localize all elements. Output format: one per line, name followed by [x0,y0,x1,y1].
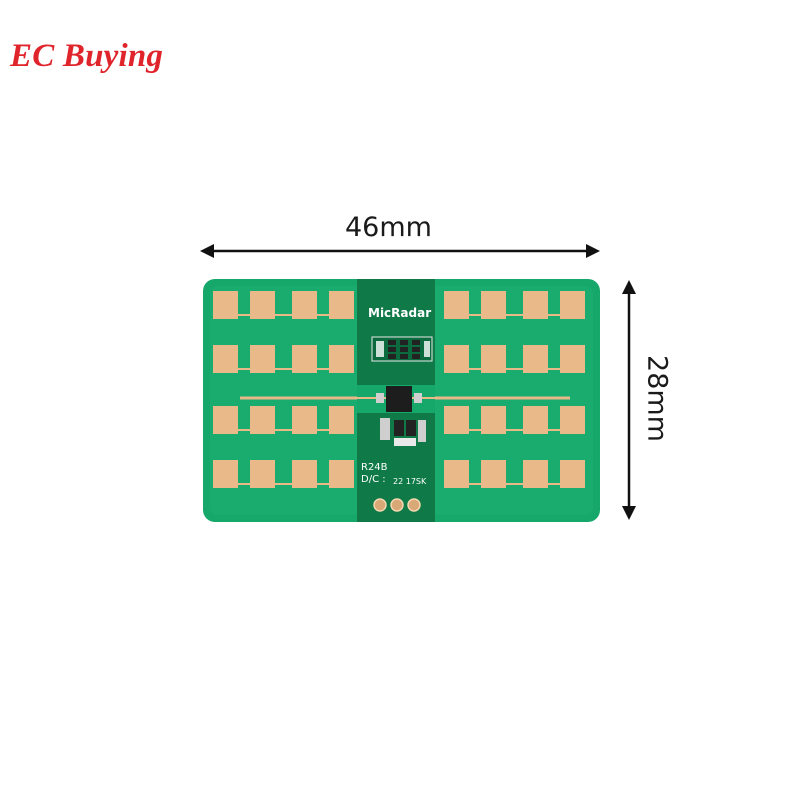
antenna-pad [329,291,354,319]
board-dc-label: D/C : [361,474,386,485]
board-dc-code: 22 17SK [393,477,427,486]
antenna-pad [292,406,317,434]
antenna-pad [560,345,585,373]
antenna-pad [213,406,238,434]
antenna-pad [481,406,506,434]
antenna-pad [481,291,506,319]
antenna-pad [292,345,317,373]
pcb-board: MicRadar R24B D/C : 22 17SK [203,279,600,522]
antenna-pad-array [213,291,585,488]
antenna-pad [329,345,354,373]
antenna-pad [481,460,506,488]
antenna-pad [213,460,238,488]
antenna-pad [444,291,469,319]
antenna-pad [560,406,585,434]
antenna-pad [250,460,275,488]
antenna-pad [523,460,548,488]
upper-components [371,336,433,362]
antenna-pad [213,291,238,319]
antenna-pad [444,345,469,373]
pin-header [373,498,421,512]
width-dimension-arrow [200,244,600,258]
antenna-pad [444,406,469,434]
height-dimension-arrow [622,280,636,520]
antenna-pad [523,291,548,319]
brand-logo-text: EC Buying [10,38,164,74]
antenna-pad [213,345,238,373]
antenna-pad [250,291,275,319]
antenna-pad [250,406,275,434]
antenna-pad [444,460,469,488]
antenna-pad [329,406,354,434]
board-logo: MicRadar [368,306,431,320]
antenna-pad [560,460,585,488]
antenna-pad [292,291,317,319]
radar-chip [386,386,412,412]
antenna-pad [329,460,354,488]
lower-components [380,418,426,446]
antenna-pad [481,345,506,373]
antenna-pad [523,406,548,434]
antenna-pad [560,291,585,319]
width-dimension-label: 46mm [345,212,432,243]
antenna-pad [250,345,275,373]
antenna-pad [292,460,317,488]
antenna-pad [523,345,548,373]
board-model: R24B [361,462,388,473]
